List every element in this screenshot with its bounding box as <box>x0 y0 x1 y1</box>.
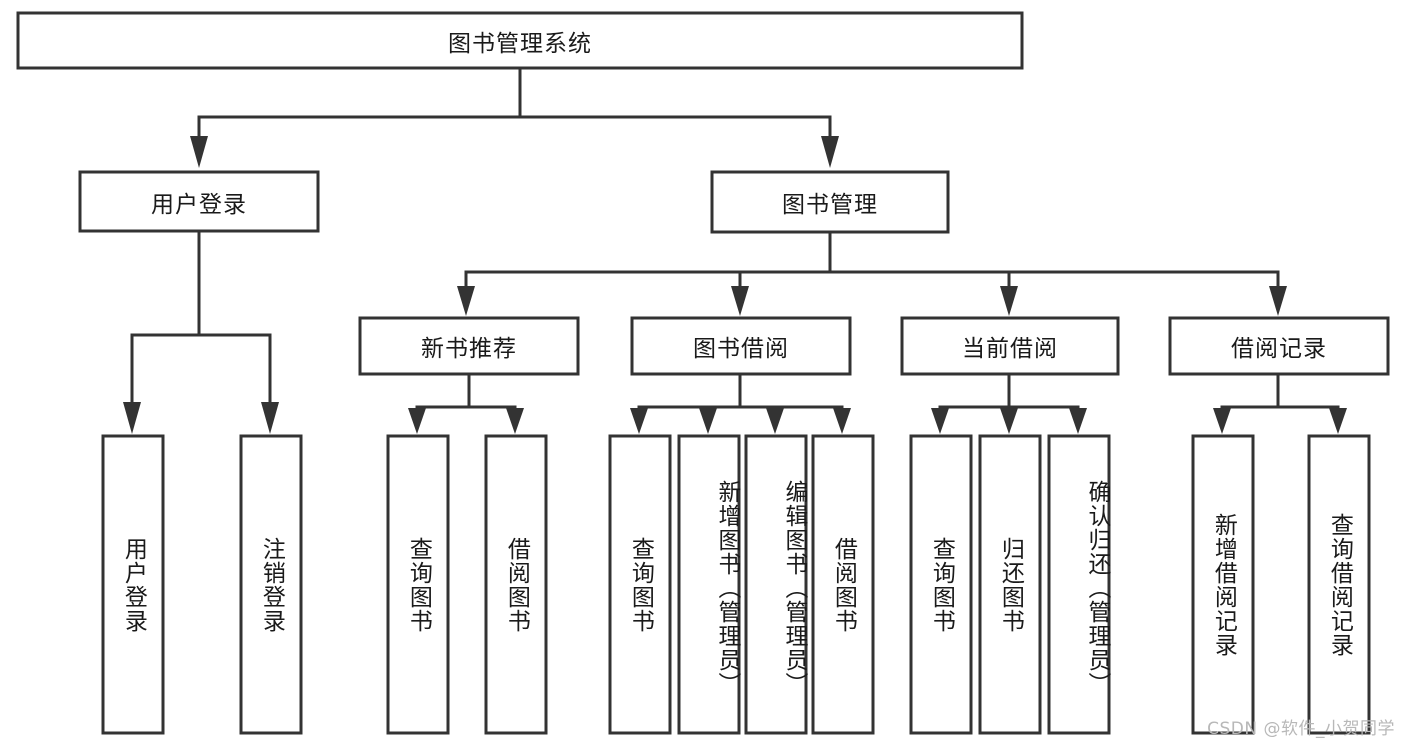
leaf-logout-box[interactable] <box>239 434 303 735</box>
arrowhead-leaf-borrow-book-1 <box>506 408 524 434</box>
arrowhead-new-book-recommend <box>457 286 475 316</box>
leaf-add-record-box[interactable] <box>1191 434 1255 735</box>
leaf-add-book-box[interactable] <box>677 434 741 735</box>
arrowhead-user-login <box>190 136 208 168</box>
arrowhead-leaf-query-record <box>1329 408 1347 434</box>
leaf-query-book-1-box[interactable] <box>386 434 450 735</box>
arrowhead-leaf-confirm-return <box>1069 408 1087 434</box>
arrowhead-leaf-edit-book <box>766 408 784 434</box>
node-book-borrow-box[interactable] <box>630 316 852 376</box>
node-root-box[interactable] <box>16 11 1024 70</box>
arrowhead-borrow-record <box>1269 286 1287 316</box>
arrowhead-leaf-query-book-1 <box>408 408 426 434</box>
arrowhead-book-management <box>821 136 839 168</box>
leaf-return-book-box[interactable] <box>978 434 1042 735</box>
node-new-book-recommend-box[interactable] <box>358 316 580 376</box>
arrowhead-book-borrow <box>731 286 749 316</box>
leaf-query-book-3-box[interactable] <box>909 434 973 735</box>
arrowhead-leaf-return-book <box>1000 408 1018 434</box>
leaf-query-record-box[interactable] <box>1307 434 1371 735</box>
arrowhead-current-borrow <box>1000 286 1018 316</box>
arrowhead-leaf-add-record <box>1213 408 1231 434</box>
arrowhead-leaf-add-book <box>699 408 717 434</box>
arrowhead-leaf-query-book-3 <box>931 408 949 434</box>
leaf-confirm-return-box[interactable] <box>1047 434 1111 735</box>
node-user-login-box[interactable] <box>78 170 320 233</box>
arrowhead-leaf-logout <box>261 402 279 434</box>
leaf-borrow-book-2-box[interactable] <box>811 434 875 735</box>
node-borrow-record-box[interactable] <box>1168 316 1390 376</box>
node-book-management-box[interactable] <box>710 170 950 234</box>
node-current-borrow-box[interactable] <box>900 316 1120 376</box>
arrowhead-leaf-borrow-book-2 <box>833 408 851 434</box>
leaf-user-login-box[interactable] <box>101 434 165 735</box>
arrowhead-leaf-user-login <box>123 402 141 434</box>
leaf-borrow-book-1-box[interactable] <box>484 434 548 735</box>
leaf-edit-book-box[interactable] <box>744 434 808 735</box>
leaf-query-book-2-box[interactable] <box>608 434 672 735</box>
arrowhead-leaf-query-book-2 <box>630 408 648 434</box>
